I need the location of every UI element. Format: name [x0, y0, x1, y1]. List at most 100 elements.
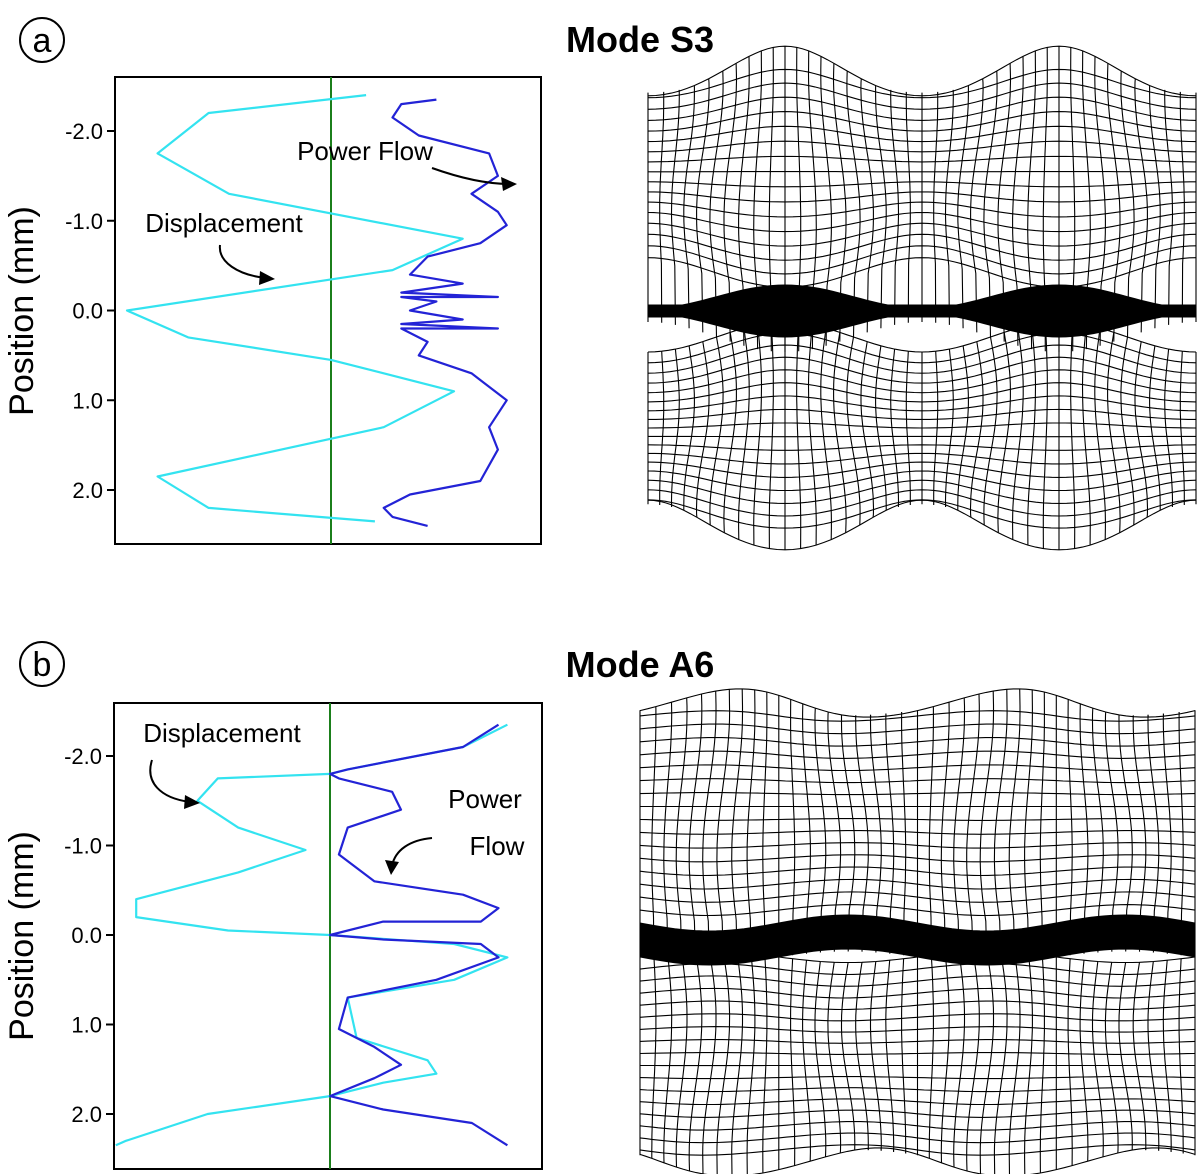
mesh-gridline	[651, 955, 657, 1159]
mesh-gridline	[1039, 955, 1045, 1174]
mesh-gridline	[647, 45, 1197, 97]
mesh-gridline	[1094, 328, 1106, 540]
mesh-gridline	[1070, 322, 1076, 549]
mesh-gridline	[723, 63, 738, 342]
mesh-gridline	[695, 341, 710, 518]
mesh-gridline	[753, 324, 763, 546]
mesh-gridline	[1091, 708, 1104, 953]
mesh-gridline	[1164, 349, 1174, 508]
mesh-gridline	[966, 951, 980, 1172]
mesh-gridline	[890, 89, 900, 325]
mesh-gridline	[957, 85, 969, 329]
mesh-gridline	[1147, 961, 1160, 1151]
mesh-gridline	[869, 961, 882, 1151]
displacement-series-line	[125, 94, 464, 523]
mesh-gridline	[846, 70, 861, 338]
mesh-gridline	[696, 78, 710, 333]
y-tick-label: 0.0	[72, 299, 103, 324]
chart-a-ticks: -2.0 -1.0 0.0 1.0 2.0	[65, 119, 115, 503]
chart-b-arrowhead-displacement	[184, 795, 200, 809]
mesh-gridline	[855, 715, 869, 952]
mesh-gridline	[1178, 958, 1184, 1154]
mesh-gridline	[944, 89, 954, 325]
mesh-gridline	[670, 89, 680, 325]
mesh-gridline	[738, 56, 750, 346]
panel-b-label-circle	[19, 641, 65, 687]
mesh-gridline	[953, 952, 966, 1168]
mesh-gridline	[762, 955, 768, 1174]
chart-b-annotation-flow: Flow	[470, 831, 525, 861]
mesh-gridline	[933, 91, 939, 323]
chart-b: Position (mm) -2.0-1.00.01.02.0 Displace…	[3, 702, 543, 1170]
y-tick-label: -2.0	[65, 119, 103, 144]
mesh-gridline	[1081, 50, 1091, 350]
mesh-gridline	[1120, 336, 1135, 526]
mesh-gridline	[885, 713, 895, 954]
mesh-gridline	[1164, 89, 1174, 325]
panel-a-header: a Mode S3	[19, 17, 714, 63]
mesh-gridline	[1134, 78, 1148, 333]
mesh-center-layer	[639, 914, 1196, 966]
mesh-gridline	[969, 341, 984, 518]
panel-b-title: Mode A6	[566, 644, 715, 685]
mesh-gridline	[1104, 711, 1119, 952]
mesh-gridline	[723, 332, 737, 533]
chart-b-annotation-displacement: Displacement	[143, 718, 301, 748]
chart-b-ylabel: Position (mm)	[3, 831, 41, 1041]
mesh-gridline	[957, 345, 969, 511]
mesh-gridline	[814, 961, 827, 1157]
mesh-gridline	[869, 714, 882, 953]
mesh-gridline	[993, 951, 1008, 1174]
mesh-gridline	[1067, 958, 1073, 1166]
mesh-gridline	[663, 953, 673, 1163]
chart-b-lines	[115, 703, 509, 1169]
mesh-gridline	[1132, 962, 1147, 1151]
mesh-gridline	[1012, 56, 1024, 346]
mesh-gridline	[875, 345, 887, 511]
mesh-gridline	[746, 689, 756, 961]
mesh-gridline	[746, 953, 756, 1174]
y-tick-label: 2.0	[72, 478, 103, 503]
mesh-gridline	[928, 706, 934, 959]
mesh-gridline	[670, 349, 680, 508]
mesh-center-layer	[647, 284, 1197, 338]
panel-a-label: a	[33, 22, 52, 60]
mesh-gridline	[901, 711, 907, 956]
mesh-gridline	[762, 691, 768, 959]
mesh-gridline	[890, 349, 900, 508]
mesh-gridline	[885, 960, 895, 1153]
mesh-gridline	[1179, 91, 1185, 323]
chart-b-arrow-power-flow	[391, 837, 433, 867]
mesh-gridline	[807, 324, 817, 546]
power-flow-series-line	[328, 723, 508, 1147]
mesh-gridline	[1162, 713, 1172, 954]
mesh-gridline	[790, 958, 796, 1166]
mesh-gridline	[940, 702, 950, 961]
mesh-gridline	[1079, 960, 1089, 1162]
mesh-gridline	[738, 328, 750, 540]
chart-a-annotation-displacement: Displacement	[145, 208, 303, 238]
mesh-gridline	[1070, 47, 1076, 352]
mesh-gridline	[1079, 703, 1089, 954]
chart-a: Position (mm) -2.0-1.00.01.02.0 Power Fl…	[3, 76, 542, 545]
mesh-gridline	[675, 697, 688, 962]
mesh-gridline	[933, 351, 939, 506]
mesh-gridline	[768, 322, 774, 549]
mesh-gridline	[840, 962, 856, 1151]
y-tick-label: 1.0	[72, 388, 103, 413]
mesh-gridline	[1149, 345, 1161, 511]
mesh-gridline	[647, 499, 1197, 551]
chart-a-arrowhead-power-flow	[501, 177, 517, 191]
panel-a-title: Mode S3	[566, 19, 714, 60]
chart-b-annotation-power: Power	[448, 784, 522, 814]
mesh-gridline	[702, 951, 717, 1174]
mesh-gridline	[1162, 960, 1172, 1153]
y-tick-label: 2.0	[71, 1102, 102, 1127]
y-tick-label: -1.0	[65, 209, 103, 234]
chart-a-arrow-displacement	[218, 244, 267, 279]
mesh-gridline	[1118, 962, 1133, 1151]
mesh-gridline	[683, 85, 695, 329]
mesh-gridline	[827, 711, 842, 952]
mesh-gridline	[979, 951, 995, 1174]
mesh-gridline	[905, 91, 911, 323]
